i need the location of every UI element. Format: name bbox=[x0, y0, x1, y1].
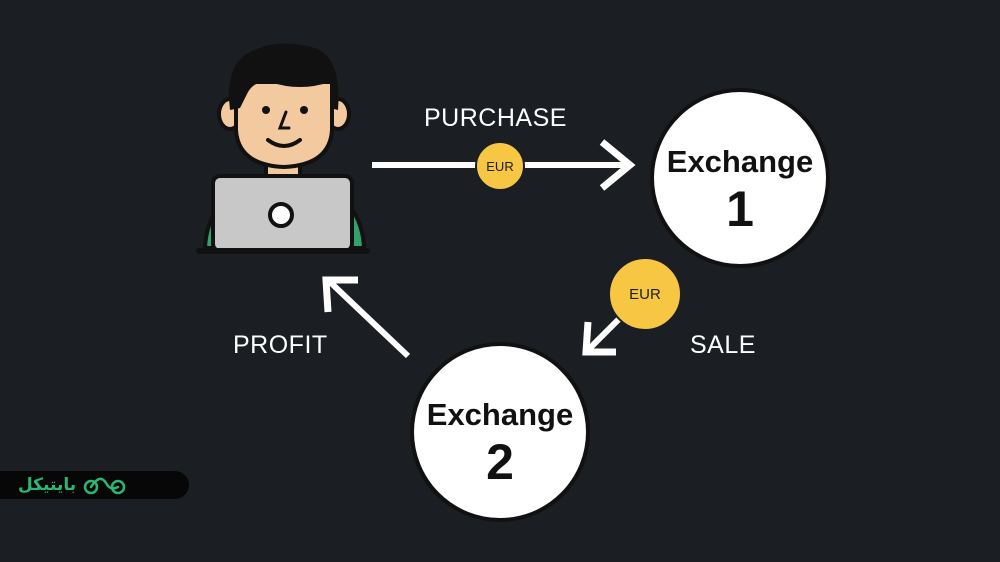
bicycle-icon bbox=[83, 477, 126, 495]
laptop-base bbox=[196, 248, 370, 254]
exchange-1-word: Exchange bbox=[666, 144, 814, 179]
purchase-label: PURCHASE bbox=[424, 104, 567, 132]
laptop-logo-icon bbox=[268, 202, 294, 228]
sale-label: SALE bbox=[690, 331, 756, 359]
exchange-1-circle bbox=[650, 88, 830, 268]
exchange-1-text: Exchange 1 bbox=[652, 146, 828, 234]
brand-logo-text: بایتیکل bbox=[18, 475, 77, 495]
person-mouth bbox=[266, 138, 302, 148]
person-eye-right bbox=[300, 106, 308, 114]
exchange-2-circle bbox=[410, 342, 590, 522]
person-eye-left bbox=[262, 106, 270, 114]
trader-illustration bbox=[196, 43, 370, 254]
exchange-1-number: 1 bbox=[726, 181, 754, 237]
profit-label: PROFIT bbox=[233, 331, 328, 359]
profit-arrow bbox=[322, 276, 411, 359]
person-nose bbox=[277, 110, 291, 130]
exchange-2-word: Exchange bbox=[426, 397, 574, 432]
exchange-2-number: 2 bbox=[486, 434, 514, 490]
eur-coin-sale: EUR bbox=[608, 257, 682, 331]
exchange-2-text: Exchange 2 bbox=[412, 399, 588, 487]
person-hair bbox=[229, 43, 339, 110]
brand-logo: بایتیکل bbox=[0, 471, 189, 499]
eur-coin-purchase: EUR bbox=[475, 141, 525, 191]
person-face bbox=[234, 80, 334, 170]
